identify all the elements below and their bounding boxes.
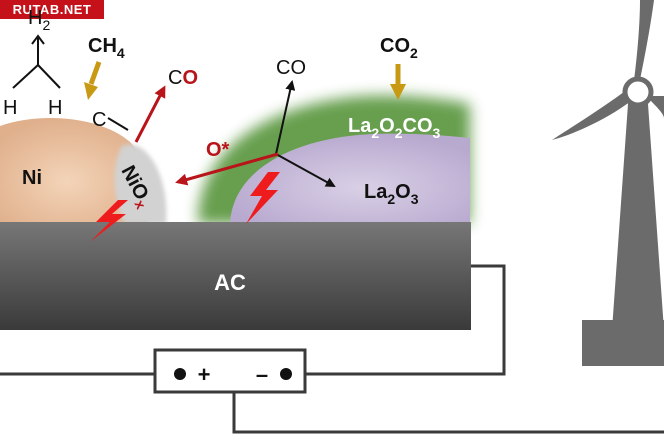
wind-turbine-icon bbox=[552, 0, 664, 366]
h-right-label: H bbox=[48, 97, 62, 119]
gold-arrow-icon bbox=[390, 64, 406, 100]
la2o2co3-label: La2O2CO3 bbox=[348, 115, 441, 141]
ac-support bbox=[0, 222, 471, 330]
la2o3-particle bbox=[230, 133, 470, 224]
co-red-label: CO bbox=[168, 67, 198, 89]
ni-label: Ni bbox=[22, 167, 42, 189]
h2-release-lines bbox=[12, 34, 61, 89]
plus-terminal: + bbox=[198, 362, 211, 387]
watermark: RUTAB.NET bbox=[0, 0, 104, 19]
oxygen-spillover-arrow bbox=[175, 152, 279, 186]
carbon-label: C bbox=[92, 109, 106, 131]
gold-arrow-icon bbox=[84, 61, 102, 100]
co-top-label: CO bbox=[276, 57, 306, 79]
c-bond-line bbox=[107, 117, 129, 131]
h-left-label: H bbox=[3, 97, 17, 119]
o-star-label: O* bbox=[206, 139, 230, 161]
carbonate-arrow bbox=[275, 153, 336, 187]
h2-label: H2 bbox=[28, 7, 50, 33]
wire-bottom bbox=[232, 392, 664, 434]
lightning-icon bbox=[246, 172, 280, 224]
ac-label: AC bbox=[214, 270, 246, 295]
niox-cap bbox=[114, 144, 167, 224]
lightning-icon bbox=[90, 200, 128, 242]
co-release-arrow bbox=[275, 80, 296, 155]
ch4-label: CH4 bbox=[88, 35, 125, 61]
power-supply-icon bbox=[153, 348, 307, 394]
ni-particle bbox=[0, 118, 150, 224]
la2o3-label: La2O3 bbox=[364, 181, 419, 207]
minus-terminal: – bbox=[256, 362, 268, 387]
co2-label: CO2 bbox=[380, 35, 418, 61]
co-formation-arrow bbox=[134, 85, 166, 143]
wire-right bbox=[290, 264, 506, 376]
